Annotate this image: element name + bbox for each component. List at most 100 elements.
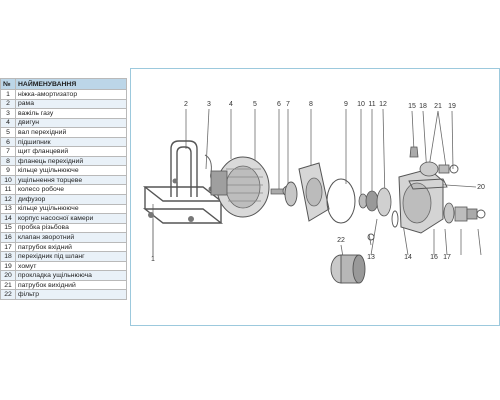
part-number: 2 bbox=[0, 98, 16, 110]
part-number: 4 bbox=[0, 117, 16, 129]
callout-label: 1 bbox=[151, 256, 155, 263]
inlet-hose-adapter-part bbox=[466, 208, 478, 220]
callout-label: 10 bbox=[357, 101, 365, 108]
part-name: фланець перехідний bbox=[15, 155, 127, 167]
callout-label: 7 bbox=[286, 101, 290, 108]
gasket-part bbox=[408, 178, 448, 190]
part-name: пробка різьбова bbox=[15, 222, 127, 234]
table-header-row: № НАЙМЕНУВАННЯ bbox=[0, 78, 127, 90]
header-num: № bbox=[0, 78, 16, 90]
part-number: 5 bbox=[0, 127, 16, 138]
part-number: 3 bbox=[0, 108, 16, 119]
part-name: корпус насосної камери bbox=[15, 213, 127, 224]
callout-label: 19 bbox=[448, 103, 456, 110]
callout-label: 13 bbox=[367, 254, 375, 261]
callout-label: 3 bbox=[207, 101, 211, 108]
callout-label: 17 bbox=[443, 254, 451, 261]
part-name: кільце ущільнююче bbox=[15, 203, 127, 215]
part-name: рама bbox=[15, 98, 127, 110]
filter-part bbox=[330, 254, 366, 284]
part-name: колесо робоче bbox=[15, 184, 127, 195]
o-ring-13-part bbox=[391, 210, 399, 228]
part-name: дифузор bbox=[15, 194, 127, 205]
callout-label: 20 bbox=[477, 184, 485, 191]
part-name: клапан зворотний bbox=[15, 232, 127, 243]
shock-feet bbox=[148, 178, 214, 222]
part-number: 8 bbox=[0, 155, 16, 167]
part-name: підшипник bbox=[15, 136, 127, 148]
header-name: НАЙМЕНУВАННЯ bbox=[15, 78, 127, 90]
flange-shield-part bbox=[284, 181, 298, 207]
part-name: щит фланцевий bbox=[15, 146, 127, 157]
impeller-part bbox=[365, 190, 379, 212]
callout-label: 21 bbox=[434, 103, 442, 110]
part-number: 10 bbox=[0, 174, 16, 186]
part-name: вал перехідний bbox=[15, 127, 127, 138]
part-number: 14 bbox=[0, 213, 16, 224]
callout-label: 5 bbox=[253, 101, 257, 108]
part-number: 6 bbox=[0, 136, 16, 148]
callout-label: 6 bbox=[277, 101, 281, 108]
callout-label: 22 bbox=[337, 237, 345, 244]
part-name: патрубок вхідний bbox=[15, 241, 127, 253]
part-number: 1 bbox=[0, 89, 16, 100]
callout-label: 2 bbox=[184, 101, 188, 108]
clamp-part bbox=[449, 164, 459, 174]
callout-label: 9 bbox=[344, 101, 348, 108]
part-name: кільце ущільнююче bbox=[15, 165, 127, 176]
part-number: 18 bbox=[0, 251, 16, 262]
part-number: 12 bbox=[0, 194, 16, 205]
part-name: патрубок вихідний bbox=[15, 279, 127, 291]
callout-label: 16 bbox=[430, 254, 438, 261]
pump-housing-part bbox=[398, 168, 444, 234]
o-ring-part bbox=[326, 178, 356, 224]
part-number: 19 bbox=[0, 260, 16, 272]
part-number: 11 bbox=[0, 184, 16, 195]
part-number: 13 bbox=[0, 203, 16, 215]
part-number: 9 bbox=[0, 165, 16, 176]
callout-label: 15 bbox=[408, 103, 416, 110]
inlet-clamp-part bbox=[476, 209, 486, 219]
part-name: хомут bbox=[15, 260, 127, 272]
outlet-pipe-part bbox=[419, 161, 439, 177]
part-name: двигун bbox=[15, 117, 127, 129]
diffuser-part bbox=[376, 187, 392, 217]
callout-label: 4 bbox=[229, 101, 233, 108]
part-name: перехідник під шланг bbox=[15, 251, 127, 262]
part-number: 7 bbox=[0, 146, 16, 157]
check-valve-part bbox=[443, 202, 455, 224]
inlet-pipe-part bbox=[454, 206, 468, 222]
part-name: фільтр bbox=[15, 289, 127, 301]
part-number: 21 bbox=[0, 279, 16, 291]
part-number: 17 bbox=[0, 241, 16, 253]
part-name: важіль газу bbox=[15, 108, 127, 119]
threaded-plug-part bbox=[409, 146, 419, 158]
callout-label: 8 bbox=[309, 101, 313, 108]
part-name: прокладка ущільнююча bbox=[15, 270, 127, 281]
